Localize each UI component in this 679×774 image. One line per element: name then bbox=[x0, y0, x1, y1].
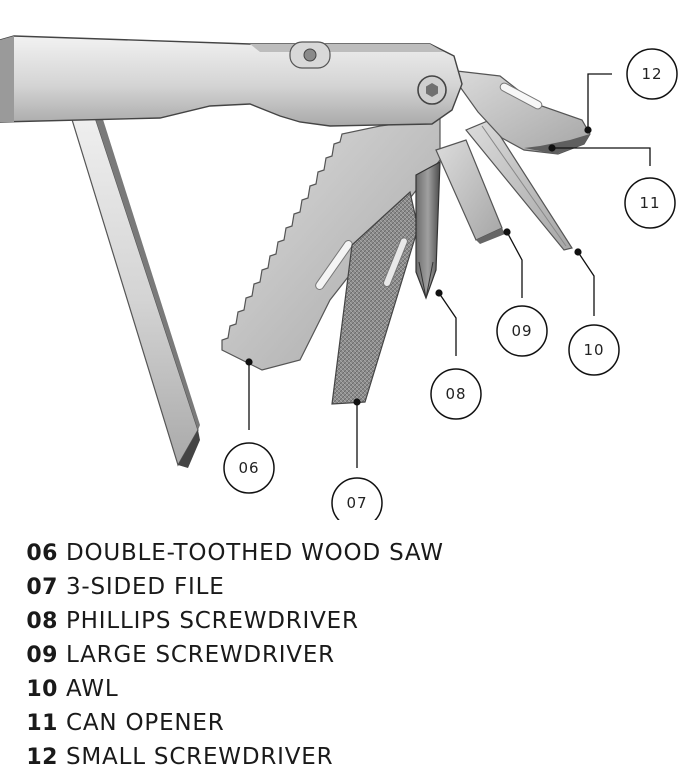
multitool-diagram: 06 07 08 09 10 11 12 bbox=[0, 35, 678, 520]
callout-12: 12 bbox=[626, 48, 678, 100]
legend-item: 11 CAN OPENER bbox=[14, 706, 674, 740]
legend-number: 12 bbox=[26, 744, 58, 770]
leader-08 bbox=[438, 292, 457, 356]
legend-item: 08 PHILLIPS SCREWDRIVER bbox=[14, 604, 674, 638]
callout-08-number: 08 bbox=[445, 385, 466, 403]
legend-number: 06 bbox=[26, 540, 58, 566]
callout-07: 07 bbox=[331, 477, 383, 520]
legend-item: 10 AWL bbox=[14, 672, 674, 706]
leader-09 bbox=[506, 231, 523, 298]
legend-label: SMALL SCREWDRIVER bbox=[66, 744, 334, 770]
callout-08: 08 bbox=[430, 368, 482, 420]
legend-item: 09 LARGE SCREWDRIVER bbox=[14, 638, 674, 672]
legend-number: 09 bbox=[26, 642, 58, 668]
legend-label: PHILLIPS SCREWDRIVER bbox=[66, 608, 359, 634]
handle-arm bbox=[65, 94, 200, 468]
legend-label: 3-SIDED FILE bbox=[66, 574, 225, 600]
large-screwdriver bbox=[435, 139, 505, 244]
callout-10: 10 bbox=[568, 324, 620, 376]
file-blade bbox=[331, 190, 419, 405]
legend-item: 07 3-SIDED FILE bbox=[14, 570, 674, 604]
callout-09-number: 09 bbox=[511, 322, 532, 340]
saw-blade bbox=[221, 117, 441, 371]
legend-item: 06 DOUBLE-TOOTHED WOOD SAW bbox=[14, 536, 674, 570]
leader-lines bbox=[248, 73, 651, 468]
legend-number: 10 bbox=[26, 676, 58, 702]
leader-11 bbox=[552, 147, 651, 166]
legend-label: LARGE SCREWDRIVER bbox=[66, 642, 335, 668]
callout-12-number: 12 bbox=[641, 65, 662, 83]
leader-dots bbox=[245, 126, 592, 406]
legend-label: AWL bbox=[66, 676, 119, 702]
awl-blade bbox=[465, 119, 573, 251]
callout-06-number: 06 bbox=[238, 459, 259, 477]
leader-12 bbox=[587, 73, 612, 130]
callout-11: 11 bbox=[624, 177, 676, 229]
legend-item: 12 SMALL SCREWDRIVER bbox=[14, 740, 674, 774]
callout-11-number: 11 bbox=[639, 194, 660, 212]
tool-legend: 06 DOUBLE-TOOTHED WOOD SAW 07 3-SIDED FI… bbox=[14, 536, 674, 774]
leader-10 bbox=[577, 251, 595, 316]
callout-10-number: 10 bbox=[583, 341, 604, 359]
legend-number: 11 bbox=[26, 710, 58, 736]
callout-06: 06 bbox=[223, 442, 275, 494]
callout-09: 09 bbox=[496, 305, 548, 357]
can-opener-blade bbox=[446, 69, 591, 155]
legend-label: CAN OPENER bbox=[66, 710, 225, 736]
callout-07-number: 07 bbox=[346, 494, 367, 512]
legend-number: 08 bbox=[26, 608, 58, 634]
phillips-screwdriver bbox=[415, 160, 441, 300]
legend-label: DOUBLE-TOOTHED WOOD SAW bbox=[66, 540, 444, 566]
tool-handle bbox=[0, 35, 463, 127]
legend-number: 07 bbox=[26, 574, 58, 600]
